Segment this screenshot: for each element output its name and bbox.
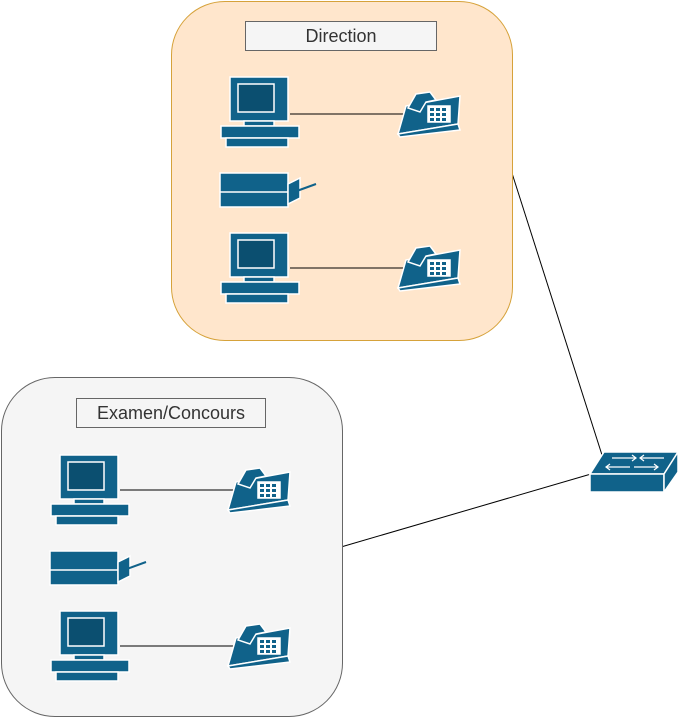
ip-phone-icon[interactable] [226, 622, 294, 670]
examen-group-title: Examen/Concours [76, 398, 266, 428]
printer-icon[interactable] [218, 170, 318, 210]
ip-phone-icon[interactable] [396, 244, 464, 292]
link-direction-switch [510, 169, 603, 456]
switch-icon[interactable] [588, 450, 680, 494]
ip-phone-icon[interactable] [226, 466, 294, 514]
pc-icon[interactable] [220, 76, 300, 148]
pc-icon[interactable] [50, 454, 130, 526]
direction-group-title: Direction [245, 21, 437, 51]
pc-icon[interactable] [50, 610, 130, 682]
ip-phone-icon[interactable] [396, 90, 464, 138]
link-examen-switch [340, 473, 592, 548]
pc-icon[interactable] [220, 232, 300, 304]
printer-icon[interactable] [48, 548, 148, 588]
